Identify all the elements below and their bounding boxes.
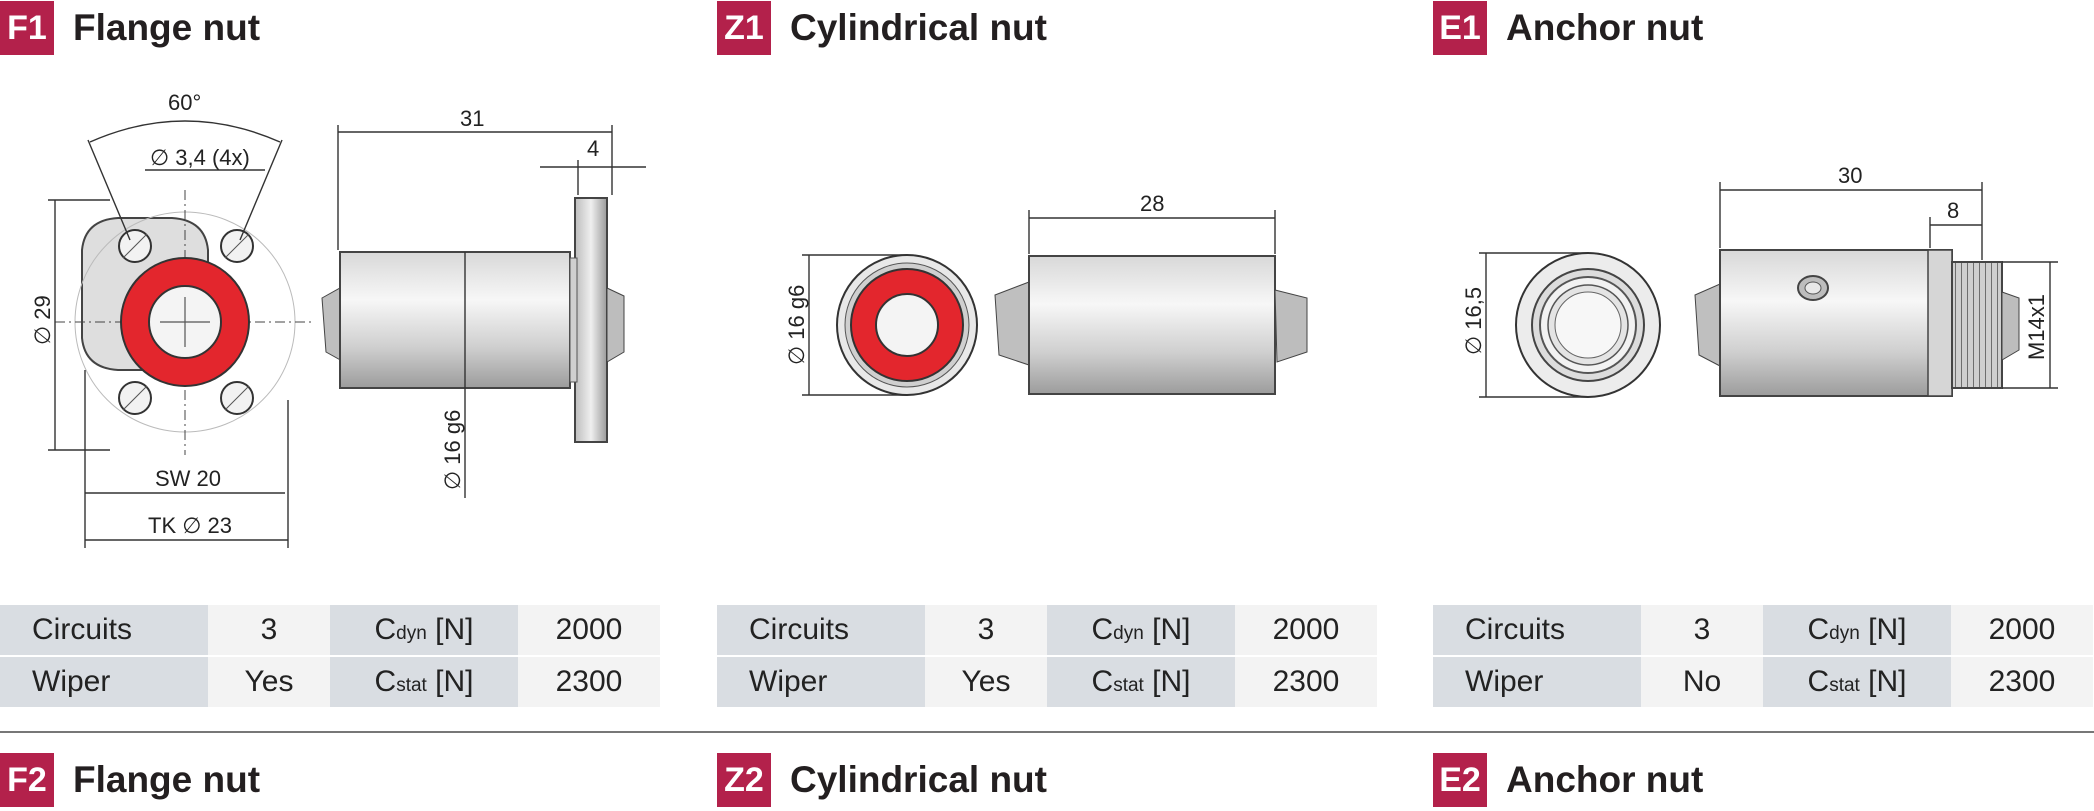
panel-anchor-nut-e1: E1 Anchor nut ∅ 16,5 30 <box>1433 0 2094 730</box>
dim-thread-length: 8 <box>1947 198 1959 223</box>
cdyn-label: Cdyn [N] <box>330 605 518 655</box>
panel-flange-nut-f1: F1 Flange nut 60° <box>0 0 662 730</box>
section-header: F1 Flange nut <box>0 0 260 56</box>
circuits-label: Circuits <box>0 605 208 655</box>
spec-table: Circuits 3 Cdyn [N] 2000 Wiper No Cstat … <box>1433 603 2093 709</box>
section-code-badge: F2 <box>0 753 54 807</box>
section-header: E2 Anchor nut <box>1433 752 1703 808</box>
wiper-label: Wiper <box>1433 657 1641 707</box>
section-header: Z2 Cylindrical nut <box>717 752 1047 808</box>
cstat-label: Cstat [N] <box>1047 657 1235 707</box>
dim-tk: TK ∅ 23 <box>148 513 232 538</box>
cdyn-value: 2000 <box>1951 605 2093 655</box>
section-code-badge: Z2 <box>717 753 771 807</box>
circuits-value: 3 <box>1641 605 1763 655</box>
section-header: Z1 Cylindrical nut <box>717 0 1047 56</box>
table-row: Circuits 3 Cdyn [N] 2000 <box>1433 605 2093 655</box>
section-header: E1 Anchor nut <box>1433 0 1703 56</box>
panel-cylindrical-nut-z2: Z2 Cylindrical nut <box>717 752 1379 808</box>
section-code-badge: E1 <box>1433 1 1487 55</box>
dim-flange: 4 <box>587 136 599 161</box>
dim-thread: M14x1 <box>2024 294 2049 360</box>
section-title: Anchor nut <box>1506 759 1704 800</box>
cstat-label: Cstat [N] <box>1763 657 1951 707</box>
cstat-value: 2300 <box>518 657 660 707</box>
section-title: Flange nut <box>73 7 261 48</box>
mounting-hole <box>220 229 254 263</box>
dim-length: 28 <box>1140 191 1164 216</box>
section-title: Cylindrical nut <box>790 7 1047 48</box>
anchor-nut-drawing: ∅ 16,5 30 8 M14x1 <box>1461 163 2058 398</box>
wiper-label: Wiper <box>0 657 208 707</box>
cdyn-label: Cdyn [N] <box>1047 605 1235 655</box>
thread <box>1951 261 2003 389</box>
dim-diameter: ∅ 16,5 <box>1461 287 1486 355</box>
section-title: Anchor nut <box>1506 7 1704 48</box>
dim-angle: 60° <box>168 90 201 115</box>
panel-anchor-nut-e2: E2 Anchor nut <box>1433 752 2094 808</box>
dim-diameter: ∅ 16 g6 <box>784 285 809 365</box>
section-code-badge: F1 <box>0 1 54 55</box>
wiper-value: No <box>1641 657 1763 707</box>
panel-cylindrical-nut-z1: Z1 Cylindrical nut ∅ 16 g6 28 Circuits 3… <box>717 0 1379 730</box>
dim-sw: SW 20 <box>155 466 221 491</box>
dim-diameter: ∅ 16 g6 <box>440 410 465 490</box>
wiper-value: Yes <box>208 657 330 707</box>
table-row: Circuits 3 Cdyn [N] 2000 <box>0 605 660 655</box>
mounting-hole <box>118 229 152 263</box>
cylindrical-nut-drawing: ∅ 16 g6 28 <box>784 191 1308 396</box>
wiper-label: Wiper <box>717 657 925 707</box>
dim-length: 31 <box>460 106 484 131</box>
section-title: Cylindrical nut <box>790 759 1047 800</box>
table-row: Wiper Yes Cstat [N] 2300 <box>717 657 1377 707</box>
section-code-badge: Z1 <box>717 1 771 55</box>
spec-table: Circuits 3 Cdyn [N] 2000 Wiper Yes Cstat… <box>0 603 660 709</box>
wiper-value: Yes <box>925 657 1047 707</box>
mounting-hole <box>220 381 254 415</box>
circuits-value: 3 <box>208 605 330 655</box>
panel-flange-nut-f2: F2 Flange nut <box>0 752 662 808</box>
table-row: Wiper Yes Cstat [N] 2300 <box>0 657 660 707</box>
section-title: Flange nut <box>73 759 261 800</box>
cdyn-value: 2000 <box>1235 605 1377 655</box>
section-divider <box>0 731 2094 733</box>
table-row: Wiper No Cstat [N] 2300 <box>1433 657 2093 707</box>
cstat-value: 2300 <box>1235 657 1377 707</box>
section-header: F2 Flange nut <box>0 752 260 808</box>
spec-table: Circuits 3 Cdyn [N] 2000 Wiper Yes Cstat… <box>717 603 1377 709</box>
circuits-label: Circuits <box>1433 605 1641 655</box>
circuits-label: Circuits <box>717 605 925 655</box>
table-row: Circuits 3 Cdyn [N] 2000 <box>717 605 1377 655</box>
dim-holes: ∅ 3,4 (4x) <box>150 145 250 170</box>
cdyn-label: Cdyn [N] <box>1763 605 1951 655</box>
flange-nut-drawing: 60° ∅ 3,4 (4x) ∅ 29 SW 20 TK ∅ 23 31 4 ∅… <box>30 90 646 548</box>
cdyn-value: 2000 <box>518 605 660 655</box>
dim-length: 30 <box>1838 163 1862 188</box>
section-code-badge: E2 <box>1433 753 1487 807</box>
cstat-value: 2300 <box>1951 657 2093 707</box>
dim-height: ∅ 29 <box>30 295 55 345</box>
cstat-label: Cstat [N] <box>330 657 518 707</box>
mounting-hole <box>118 381 152 415</box>
circuits-value: 3 <box>925 605 1047 655</box>
